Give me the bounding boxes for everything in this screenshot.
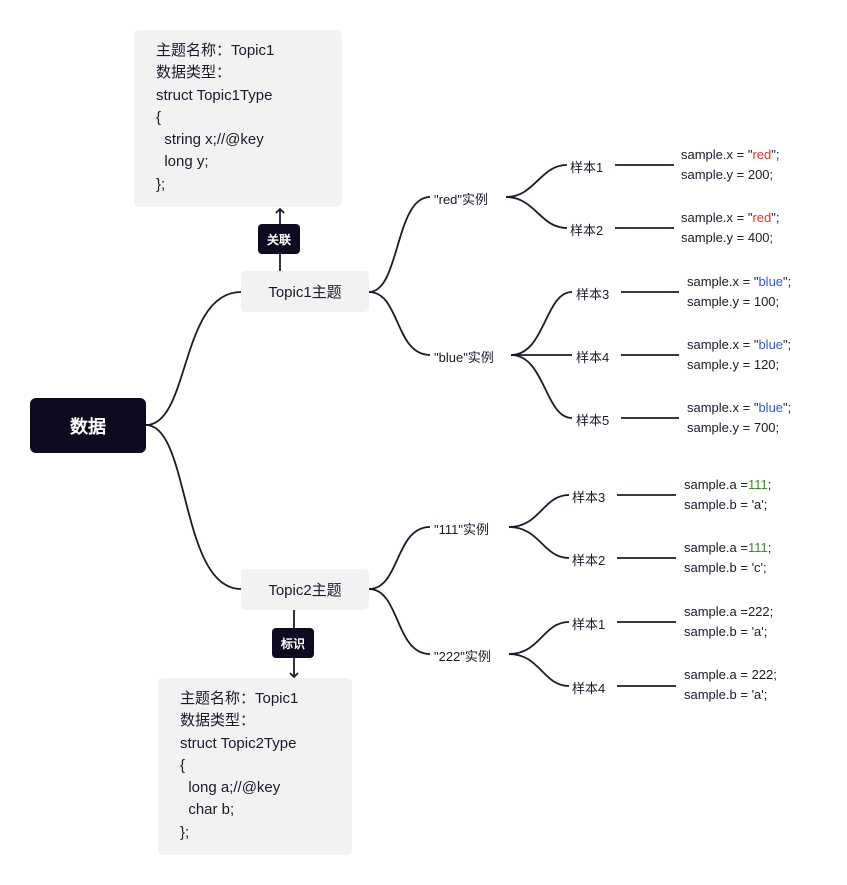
- sample-values: sample.x = "blue"; sample.y = 700;: [687, 400, 792, 435]
- sample-node[interactable]: 样本4: [572, 681, 606, 696]
- root-node[interactable]: 数据: [30, 398, 146, 453]
- instance-red[interactable]: "red"实例: [434, 192, 489, 207]
- sample-values: sample.x = "blue"; sample.y = 100;: [687, 274, 792, 309]
- line-111-s3: [508, 494, 570, 528]
- topic2-node[interactable]: Topic2主题: [241, 569, 369, 610]
- line-root-topic1: [145, 291, 242, 426]
- instance-111[interactable]: "111"实例: [434, 522, 489, 537]
- topic1-node[interactable]: Topic1主题: [241, 271, 369, 312]
- sample-node[interactable]: 样本1: [570, 160, 604, 175]
- sample-node[interactable]: 样本5: [576, 413, 610, 428]
- sample-node[interactable]: 样本1: [572, 617, 606, 632]
- tag-relation: 关联: [258, 224, 300, 254]
- sample-values: sample.x = "red"; sample.y = 400;: [681, 210, 780, 245]
- line-red-s1: [505, 164, 568, 198]
- line-root-topic2: [145, 424, 242, 590]
- line-topic1-blue: [368, 291, 431, 356]
- instance-222[interactable]: "222"实例: [434, 649, 491, 664]
- instance-blue[interactable]: "blue"实例: [434, 350, 494, 365]
- sample-values: sample.a =111; sample.b = 'a';: [684, 477, 772, 512]
- sample-node[interactable]: 样本4: [576, 350, 610, 365]
- sample-values: sample.a =222; sample.b = 'a';: [684, 604, 774, 639]
- line-topic2-222: [368, 588, 431, 655]
- line-topic1-red: [368, 196, 431, 293]
- line-222-s1: [508, 621, 570, 655]
- sample-values: sample.a =111; sample.b = 'c';: [684, 540, 772, 575]
- line-topic2-111: [368, 526, 431, 590]
- line-111-s2: [508, 526, 570, 559]
- sample-node[interactable]: 样本2: [572, 553, 606, 568]
- line-blue-s5: [510, 354, 573, 419]
- topic2-info-card: 主题名称：Topic1 数据类型： struct Topic2Type { lo…: [158, 678, 352, 855]
- sample-node[interactable]: 样本2: [570, 223, 604, 238]
- topic1-info-card: 主题名称：Topic1 数据类型： struct Topic1Type { st…: [134, 30, 342, 207]
- line-blue-s3: [510, 291, 573, 356]
- sample-values: sample.a = 222; sample.b = 'a';: [684, 667, 777, 702]
- tag-identifier: 标识: [272, 628, 314, 658]
- sample-values: sample.x = "blue"; sample.y = 120;: [687, 337, 792, 372]
- sample-node[interactable]: 样本3: [572, 490, 606, 505]
- sample-values: sample.x = "red"; sample.y = 200;: [681, 147, 780, 182]
- sample-node[interactable]: 样本3: [576, 287, 610, 302]
- line-222-s4: [508, 653, 570, 687]
- line-red-s2: [505, 196, 568, 229]
